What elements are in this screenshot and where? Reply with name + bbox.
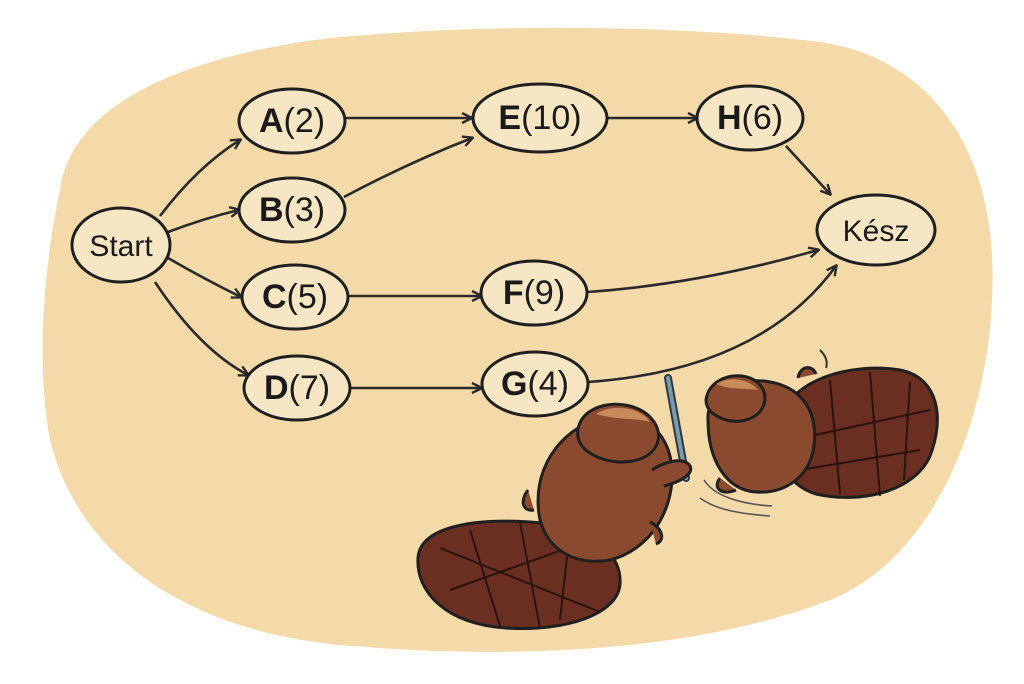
node-ellipse [237,176,347,244]
node-label: F(9) [503,274,565,312]
beaver-tail [776,366,939,499]
node-label: G(4) [501,365,569,403]
node-ellipse [70,206,172,284]
node-a: A(2) [237,87,347,155]
node-duration: (6) [742,99,784,137]
edge-b-to-e [343,138,472,199]
node-d: D(7) [242,354,352,422]
node-ellipse [695,84,805,152]
edge-start-to-c [167,256,241,297]
node-ellipse [815,193,937,267]
node-label: H(6) [717,99,783,137]
node-ellipse [479,259,589,327]
node-ellipse [471,82,609,154]
node-start: Start [70,206,172,284]
node-duration: (10) [521,99,581,137]
node-ellipse [480,350,590,418]
node-f: F(9) [479,259,589,327]
node-duration: (7) [289,369,331,407]
node-letter: E [498,99,521,137]
node-kesz: Kész [815,193,937,267]
node-label: Start [89,230,153,263]
node-h: H(6) [695,84,805,152]
node-letter: H [717,99,742,137]
node-ellipse [240,263,350,331]
edge-h-to-kesz [785,145,830,194]
node-letter: G [501,365,527,403]
node-duration: (5) [287,278,329,316]
beaver-with-pointer-illustration [416,374,693,631]
node-b: B(3) [237,176,347,244]
node-label: D(7) [264,369,330,407]
nodes: Start A(2) B(3) C(5) D(7) E(10) F(9) G(4) H(6) Ké… [70,82,937,422]
node-e: E(10) [471,82,609,154]
edge-g-to-kesz [587,266,836,384]
edge-f-to-kesz [587,250,818,294]
node-ellipse [242,354,352,422]
node-label: Kész [843,215,910,248]
node-label: B(3) [259,191,325,229]
node-label: E(10) [498,99,581,137]
edge-start-to-b [167,210,239,234]
node-label: A(2) [259,102,325,140]
node-duration: (3) [284,191,326,229]
node-duration: Start [89,230,153,263]
edges [153,118,836,388]
node-duration: Kész [843,215,910,248]
node-c: C(5) [240,263,350,331]
node-letter: D [264,369,289,407]
node-label: C(5) [262,278,328,316]
node-duration: (4) [527,365,569,403]
node-duration: (9) [524,274,566,312]
node-letter: F [503,274,524,312]
node-g: G(4) [480,350,590,418]
edge-start-to-d [153,281,248,375]
beaver-illustration [699,349,939,517]
edge-start-to-a [158,140,240,217]
node-letter: A [259,102,284,140]
node-duration: (2) [284,102,326,140]
node-letter: C [262,278,287,316]
node-ellipse [237,87,347,155]
node-letter: B [259,191,284,229]
